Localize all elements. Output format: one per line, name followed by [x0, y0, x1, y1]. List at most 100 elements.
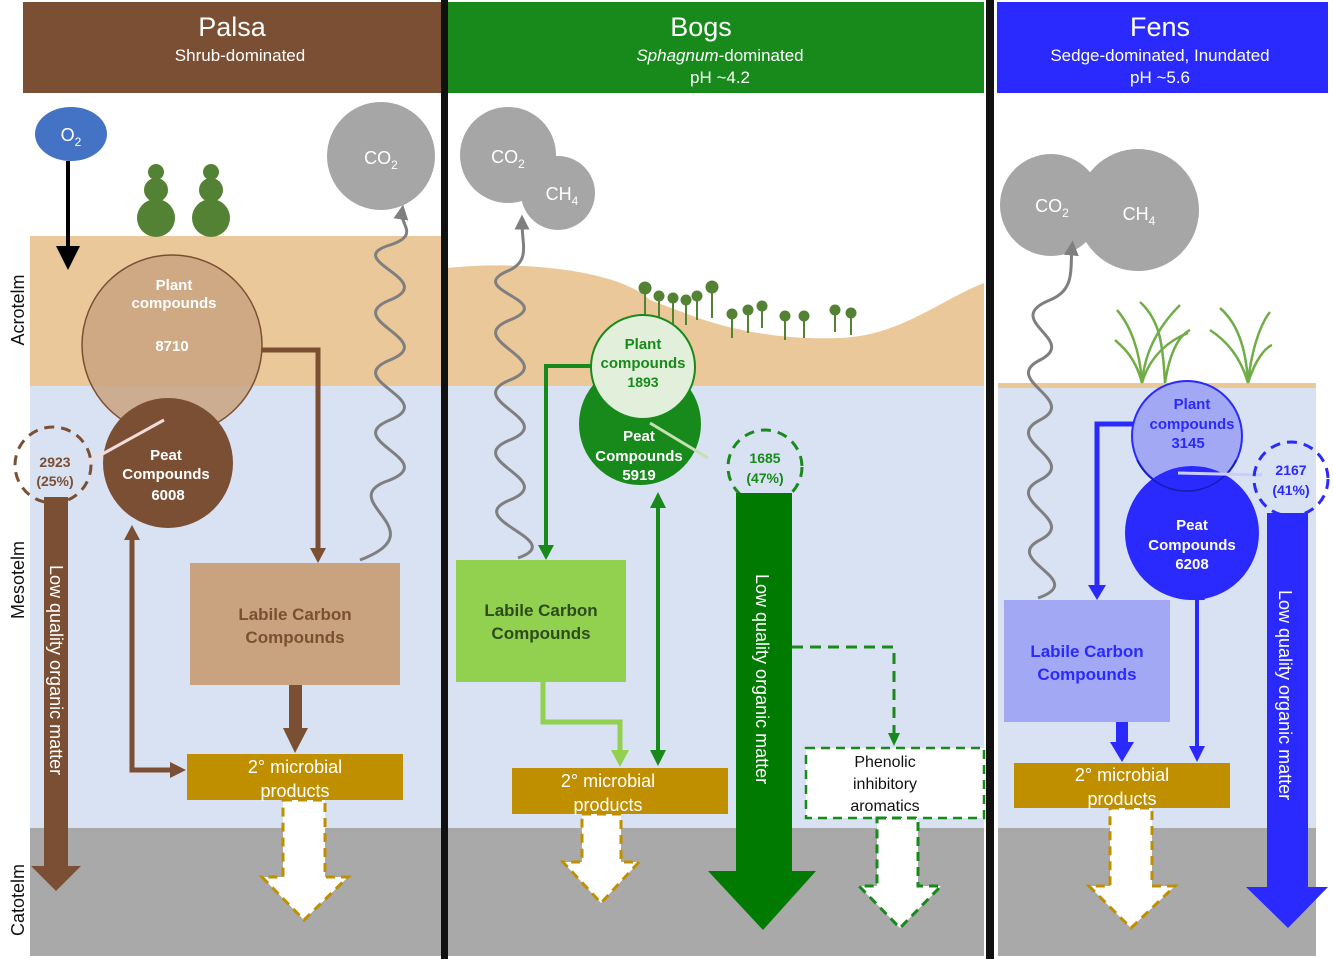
fens-overlap-pointer: [1177, 471, 1263, 477]
fens-microbial-label-1: 2° microbial: [1075, 765, 1169, 785]
palsa-panel: O2 CO2 Plant compounds 8710 Peat Compoun…: [13, 102, 435, 923]
palsa-microbial-arrowhead-right: [170, 762, 186, 778]
palsa-overlap-pct: (25%): [36, 473, 73, 489]
fens-microbial-box: [1014, 763, 1230, 808]
fens-overlap-pct: (41%): [1272, 482, 1309, 498]
bogs-ch4-label: CH4: [546, 184, 579, 208]
bogs-microbial-box: [512, 768, 728, 814]
fens-plant-value: 3145: [1171, 435, 1204, 452]
palsa-subtitle: Shrub-dominated: [175, 46, 305, 65]
fens-peat-label-2: Compounds: [1148, 537, 1236, 554]
palsa-plant-label-1: Plant: [156, 277, 193, 294]
palsa-microbial-export-arrow: [258, 798, 352, 923]
oxygen-bubble: [35, 107, 107, 161]
bogs-ph: pH ~4.2: [690, 68, 750, 87]
palsa-low-quality-arrow: [31, 497, 81, 891]
bogs-peat-label-2: Compounds: [595, 448, 683, 465]
palsa-labile-label-1: Labile Carbon: [238, 605, 351, 624]
palsa-header: Palsa Shrub-dominated: [23, 2, 442, 93]
fens-plant-to-labile-arrowhead: [1088, 585, 1106, 600]
palsa-labile-to-microbial-shaft: [289, 685, 302, 730]
bogs-overlap-pointer: [649, 421, 709, 460]
bogs-labile-carbon-box: [456, 560, 626, 682]
bogs-emission-squiggle: [494, 214, 534, 560]
fens-microbial-label-2: products: [1087, 789, 1156, 809]
palsa-peat-value: 6008: [151, 487, 184, 504]
palsa-peat-compounds-circle: [103, 398, 233, 528]
fens-labile-carbon-box: [1004, 600, 1170, 722]
fens-ph: pH ~5.6: [1130, 68, 1190, 87]
palsa-microbial-label-1: 2° microbial: [248, 757, 342, 777]
bogs-title: Bogs: [670, 12, 732, 42]
bogs-peat-arrowhead-up: [650, 492, 666, 508]
fens-labile-label-1: Labile Carbon: [1030, 642, 1143, 661]
bogs-header: Bogs Sphagnum-dominated pH ~4.2: [448, 2, 984, 93]
bogs-labile-to-microbial-arrow: [540, 682, 623, 752]
bogs-subtitle: Sphagnum-dominated: [636, 46, 803, 65]
bogs-phenolic-export-arrow: [855, 816, 945, 931]
palsa-plant-value: 8710: [155, 338, 188, 355]
fens-labile-label-2: Compounds: [1037, 665, 1136, 684]
fens-peat-compounds-circle: [1125, 466, 1259, 600]
sedge-grass-icon: [1114, 301, 1273, 384]
layer-label-acrotelm: Acrotelm: [8, 274, 28, 345]
bogs-panel: CO2 CH4 Plant compounds 1893 Peat Compou…: [456, 107, 986, 931]
palsa-plant-label-2: compounds: [132, 295, 217, 312]
fens-plant-label-2: compounds: [1150, 416, 1235, 433]
palsa-peat-microbial-arrow: [129, 537, 175, 773]
bogs-phenolic-label-1: Phenolic: [854, 754, 915, 771]
fens-peat-value: 6208: [1175, 556, 1208, 573]
bogs-co2-label: CO2: [491, 147, 525, 171]
bogs-peat-label-1: Peat: [623, 428, 655, 445]
fens-header: Fens Sedge-dominated, Inundated pH ~5.6: [997, 2, 1328, 93]
fens-labile-to-microbial-arrowhead: [1110, 742, 1134, 762]
palsa-co2-bubble: [327, 102, 435, 210]
fens-ch4-bubble: [1077, 149, 1199, 271]
bogs-labile-to-microbial-arrowhead: [611, 750, 629, 767]
palsa-plant-to-labile-arrowhead: [310, 548, 326, 563]
palsa-peat-arrowhead-up: [124, 525, 140, 540]
bogs-phenolic-box: [804, 746, 986, 820]
fens-co2-bubble: [1000, 154, 1102, 256]
bogs-overlap-pct: (47%): [746, 470, 783, 486]
palsa-overlap-value: 2923: [39, 454, 70, 470]
palsa-catotelm: [30, 828, 442, 956]
bogs-microbial-export-arrow: [559, 812, 643, 906]
fens-low-quality-arrow: [1246, 513, 1328, 928]
palsa-overlap-pointer: [87, 418, 165, 464]
layer-label-mesotelm: Mesotelm: [8, 541, 28, 619]
fens-plant-label-1: Plant: [1174, 396, 1211, 413]
fens-panel: CO2 CH4 Plant compounds 3145 Peat Compou…: [1000, 149, 1330, 931]
fens-plant-to-labile-arrow: [1094, 421, 1133, 590]
bogs-labile-label-2: Compounds: [491, 624, 590, 643]
fens-microbial-arrowhead-down: [1189, 746, 1205, 762]
bogs-microbial-label-2: products: [573, 795, 642, 815]
bogs-plant-to-labile-arrowhead: [538, 545, 554, 560]
bogs-hummock-soil: [448, 265, 984, 386]
palsa-labile-label-2: Compounds: [245, 628, 344, 647]
fens-co2-label: CO2: [1035, 196, 1069, 220]
bogs-low-quality-arrow: [708, 493, 816, 930]
palsa-plant-to-labile-arrow: [262, 347, 321, 556]
fens-overlap-value: 2167: [1275, 462, 1306, 478]
bogs-plant-label-1: Plant: [625, 336, 662, 353]
fens-title: Fens: [1130, 12, 1190, 42]
palsa-co2-emission-squiggle: [359, 204, 409, 562]
fens-emission-squiggle: [1026, 240, 1079, 600]
palsa-co2-label: CO2: [364, 148, 398, 172]
palsa-labile-carbon-box: [190, 563, 400, 685]
bogs-low-quality-label: Low quality organic matter: [752, 574, 772, 784]
oxygen-label: O2: [61, 125, 82, 149]
palsa-low-quality-label: Low quality organic matter: [46, 565, 66, 775]
palsa-microbial-label-2: products: [260, 781, 329, 801]
divider-palsa-bogs: [441, 0, 448, 959]
shrub-icon: [137, 164, 230, 237]
bogs-phenolic-arrowhead: [888, 733, 900, 746]
bogs-overlap-value: 1685: [749, 450, 780, 466]
fens-labile-to-microbial-shaft: [1116, 722, 1128, 744]
bogs-plant-label-2: compounds: [601, 355, 686, 372]
palsa-title: Palsa: [198, 12, 267, 42]
bogs-ch4-bubble: [521, 156, 595, 230]
palsa-peat-label-1: Peat: [150, 447, 182, 464]
